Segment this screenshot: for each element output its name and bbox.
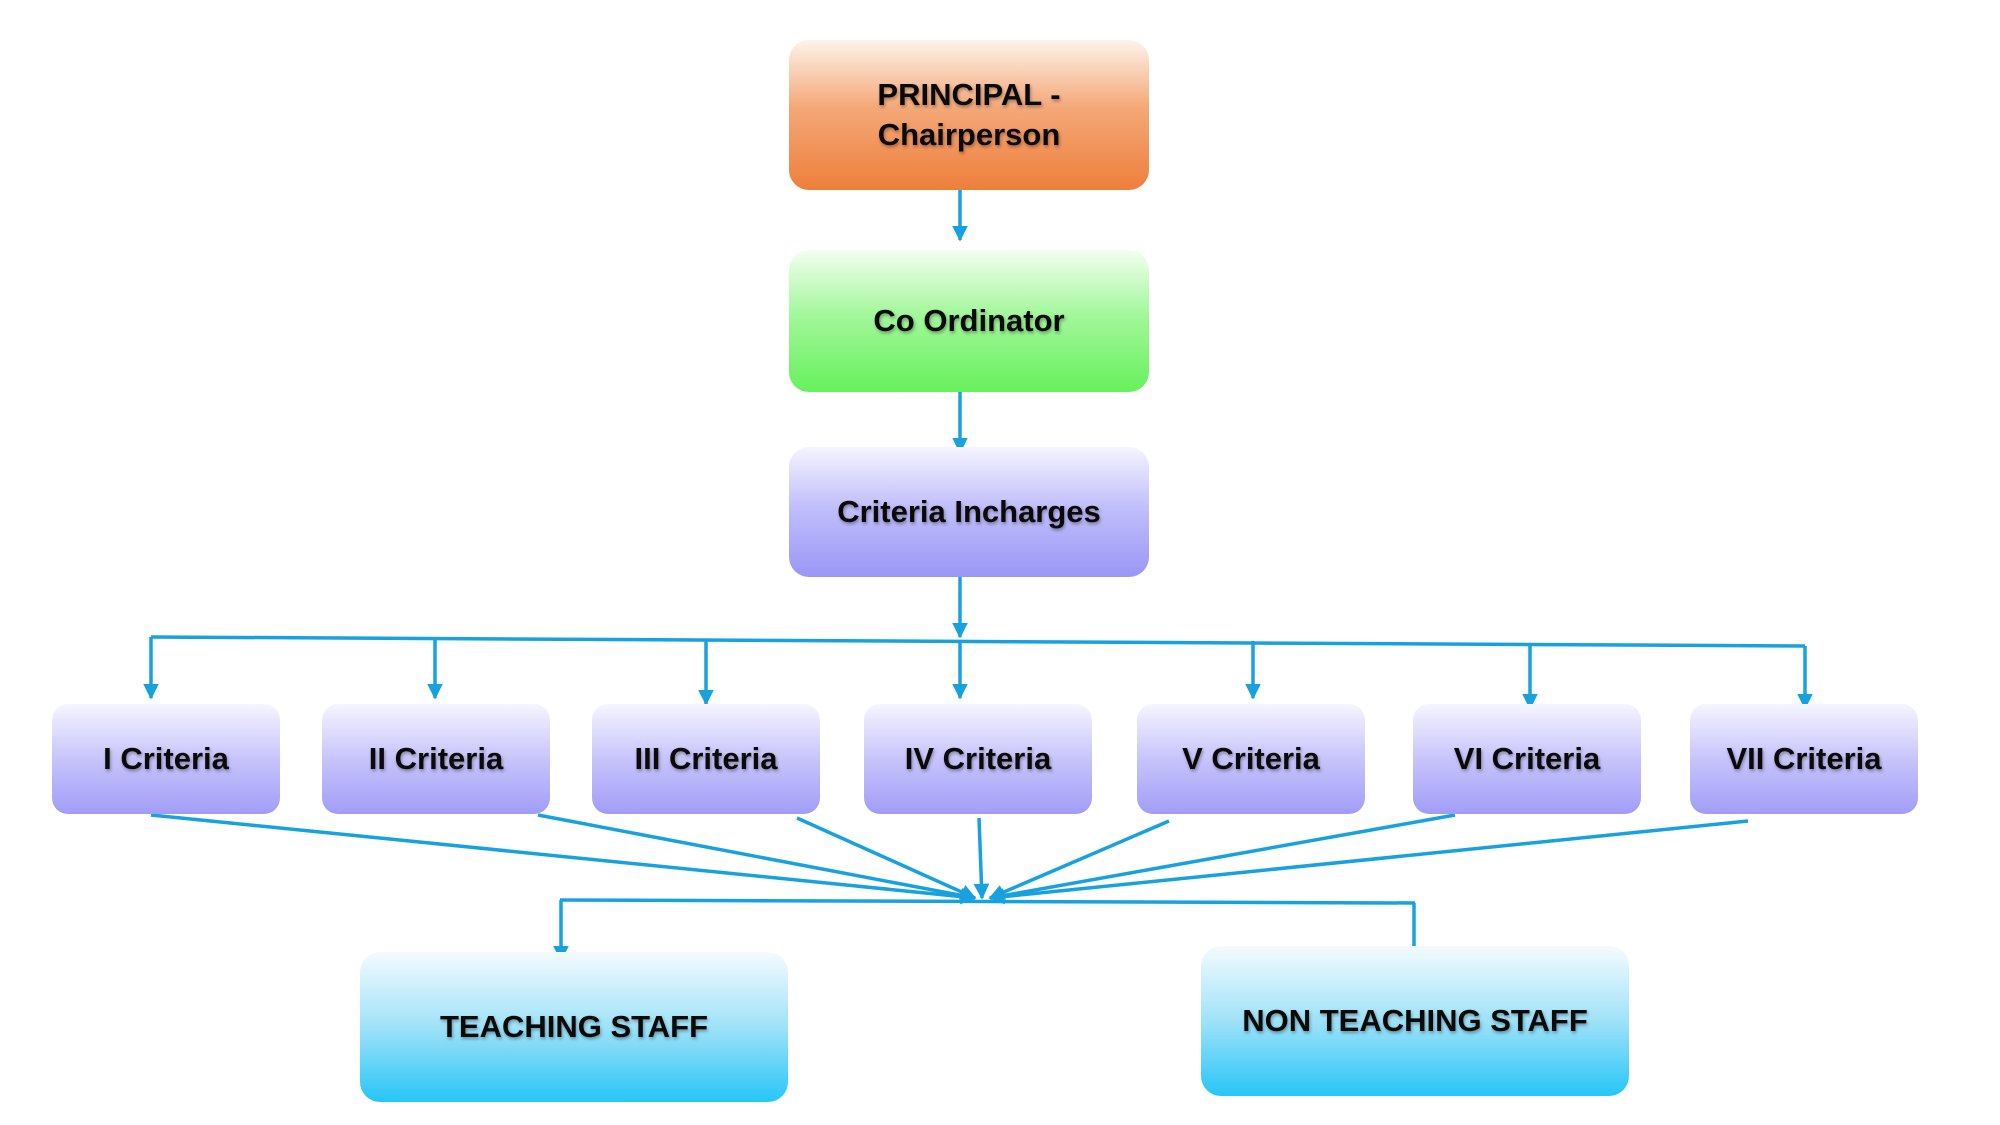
arrow-criteria-7-to-hub [988,819,1749,905]
arrow-criteria-4-to-hub [973,817,990,900]
principal-role: Chairperson [877,117,1061,152]
criteria-box-7: VII Criteria [1690,704,1918,814]
principal-box: PRINCIPAL - Chairperson [789,40,1149,190]
criteria-box-2: II Criteria [322,704,550,814]
non-teaching-staff-box: NON TEACHING STAFF [1201,946,1629,1096]
arrow-criteria-2-to-hub [537,813,977,904]
criteria-box-3: III Criteria [592,704,820,814]
criteria-box-5: V Criteria [1137,704,1365,814]
criteria-incharges-box: Criteria Incharges [789,447,1149,577]
criteria-label-7: VII Criteria [1726,740,1882,776]
arrow-criteria-5-to-hub [988,819,1170,900]
coordinator-box: Co Ordinator [789,250,1149,392]
coordinator-label: Co Ordinator [873,302,1065,338]
criteria-incharges-label: Criteria Incharges [837,493,1101,529]
criteria-label-4: IV Criteria [904,740,1052,776]
arrow-criteria-1-to-hub [150,813,977,905]
arrow-criteria-3-to-hub [796,816,977,900]
criteria-box-1: I Criteria [52,704,280,814]
criteria-box-4: IV Criteria [864,704,1092,814]
criteria-label-5: V Criteria [1182,740,1320,776]
criteria-label-6: VI Criteria [1453,740,1601,776]
non-teaching-staff-label: NON TEACHING STAFF [1242,1002,1588,1038]
arrow-criteria-6-to-hub [988,813,1456,904]
criteria-box-6: VI Criteria [1413,704,1641,814]
criteria-label-3: III Criteria [634,740,778,776]
staff-bus-line [559,898,1416,905]
teaching-staff-label: TEACHING STAFF [439,1008,709,1044]
criteria-bus-line [150,635,1806,648]
criteria-label-2: II Criteria [368,740,504,776]
teaching-staff-box: TEACHING STAFF [360,952,788,1102]
criteria-label-1: I Criteria [103,740,229,776]
principal-title: PRINCIPAL - [877,76,1061,112]
